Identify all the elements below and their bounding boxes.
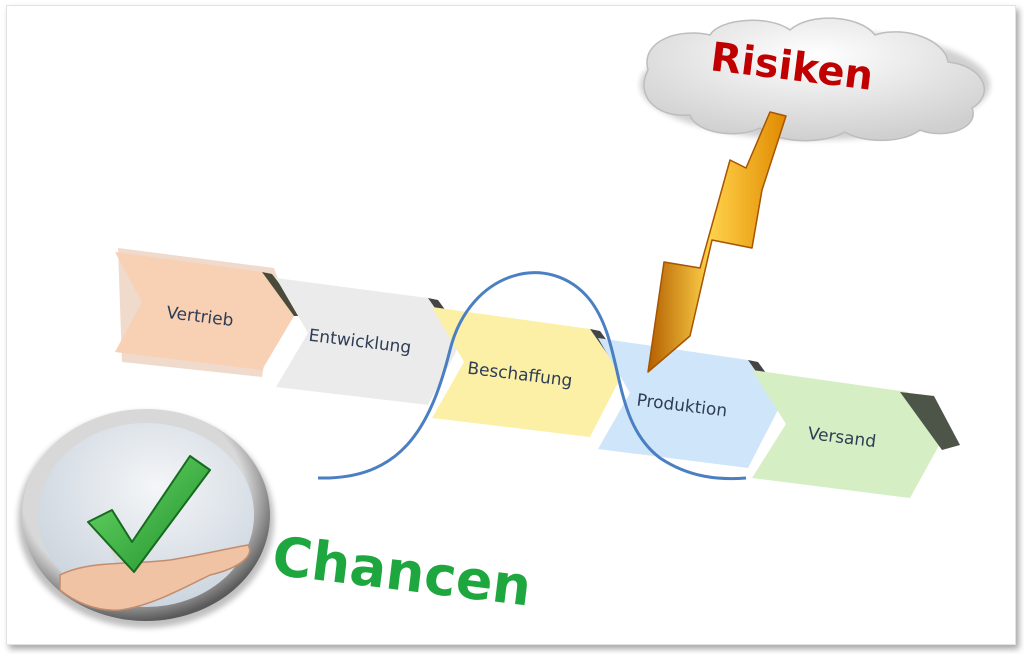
stage-versand: Versand <box>752 370 960 498</box>
stage-beschaffung-shape <box>432 307 622 437</box>
process-chain: Vertrieb Entwicklung Beschaffung Produkt… <box>115 248 960 498</box>
stage-vertrieb-shape <box>115 252 294 370</box>
cloud-icon <box>640 17 990 142</box>
stage-beschaffung: Beschaffung <box>432 307 632 437</box>
risk-chance-curve <box>317 271 747 481</box>
chance-label: Chancen <box>269 524 535 618</box>
stage-produktion-shape <box>598 338 780 468</box>
stage-vertrieb: Vertrieb <box>115 248 304 377</box>
stage-produktion: Produktion <box>598 338 790 468</box>
stage-versand-shape <box>752 370 942 498</box>
lightning-bolt-icon <box>647 111 787 373</box>
checkmark-hand-icon <box>18 409 274 628</box>
stage-entwicklung-shape <box>276 278 460 405</box>
